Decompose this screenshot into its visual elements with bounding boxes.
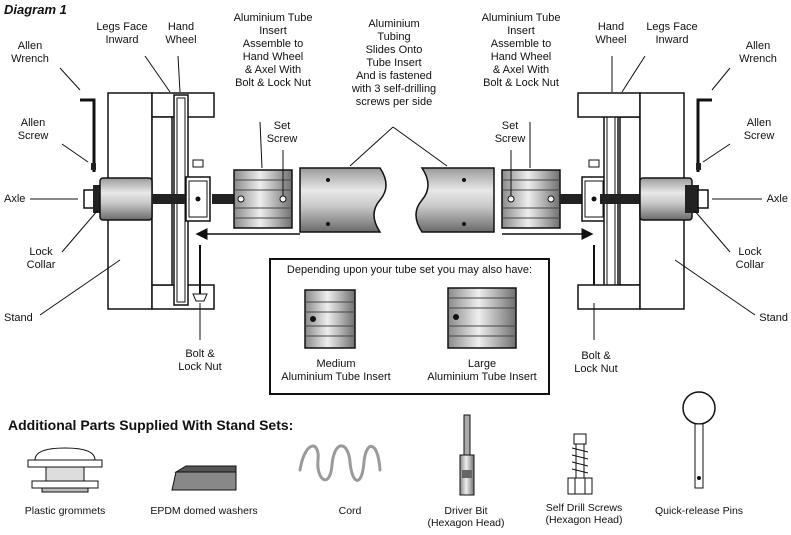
label-allen-wrench-left: Allen Wrench — [11, 40, 49, 65]
cord-icon — [298, 444, 382, 482]
part-label-cord: Cord — [338, 505, 362, 517]
label-legs-face-inward-left: Legs Face Inward — [96, 21, 148, 46]
label-allen-wrench-right: Allen Wrench — [739, 40, 777, 65]
label-axle-right: Axle — [766, 193, 788, 205]
label-stand-right: Stand — [759, 312, 788, 324]
medium-insert-image — [304, 289, 356, 349]
label-hand-wheel-right: Hand Wheel — [595, 21, 627, 46]
driver-bit-icon — [459, 414, 475, 496]
aluminium-tubing — [299, 167, 495, 233]
plastic-grommet-icon — [27, 447, 103, 493]
part-label-pins: Quick-release Pins — [654, 505, 744, 517]
insert-options-heading: Depending upon your tube set you may als… — [286, 264, 533, 276]
part-label-driver-bit: Driver Bit (Hexagon Head) — [427, 505, 505, 529]
left-tube-insert — [212, 169, 293, 229]
parts-section-title: Additional Parts Supplied With Stand Set… — [8, 417, 294, 433]
label-tube-insert-left: Aluminium Tube Insert Assemble to Hand W… — [233, 12, 313, 89]
label-aluminium-tubing: Aluminium Tubing Slides Onto Tube Insert… — [351, 18, 437, 108]
label-large-insert: Large Aluminium Tube Insert — [427, 358, 537, 383]
insert-options-box: Depending upon your tube set you may als… — [269, 258, 550, 395]
allen-wrench-left-icon — [80, 98, 96, 172]
label-stand-left: Stand — [4, 312, 33, 324]
label-set-screw-right: Set Screw — [494, 120, 526, 145]
label-lock-collar-left: Lock Collar — [26, 246, 56, 271]
part-label-drill-screws: Self Drill Screws (Hexagon Head) — [545, 502, 623, 526]
lock-collar-right — [639, 177, 693, 221]
label-allen-screw-right: Allen Screw — [743, 117, 775, 142]
right-stand-assembly — [577, 92, 712, 310]
label-hand-wheel-left: Hand Wheel — [165, 21, 197, 46]
part-label-grommets: Plastic grommets — [24, 505, 106, 517]
label-bolt-lock-nut-right: Bolt & Lock Nut — [574, 350, 618, 375]
label-set-screw-left: Set Screw — [266, 120, 298, 145]
self-drill-screw-icon — [567, 433, 593, 495]
epdm-washer-icon — [171, 465, 237, 491]
part-label-washers: EPDM domed washers — [150, 505, 258, 517]
lock-collar-left — [99, 177, 153, 221]
allen-wrench-right-icon — [696, 98, 712, 172]
right-tube-insert — [501, 169, 584, 229]
label-tube-insert-right: Aluminium Tube Insert Assemble to Hand W… — [481, 12, 561, 89]
large-insert-image — [447, 287, 517, 349]
quick-release-pin-icon — [682, 391, 716, 489]
label-legs-face-inward-right: Legs Face Inward — [646, 21, 698, 46]
label-axle-left: Axle — [4, 193, 26, 205]
label-lock-collar-right: Lock Collar — [735, 246, 765, 271]
label-allen-screw-left: Allen Screw — [17, 117, 49, 142]
label-bolt-lock-nut-left: Bolt & Lock Nut — [178, 348, 222, 373]
label-medium-insert: Medium Aluminium Tube Insert — [281, 358, 391, 383]
diagram-title: Diagram 1 — [4, 2, 67, 17]
left-stand-assembly — [80, 92, 215, 310]
